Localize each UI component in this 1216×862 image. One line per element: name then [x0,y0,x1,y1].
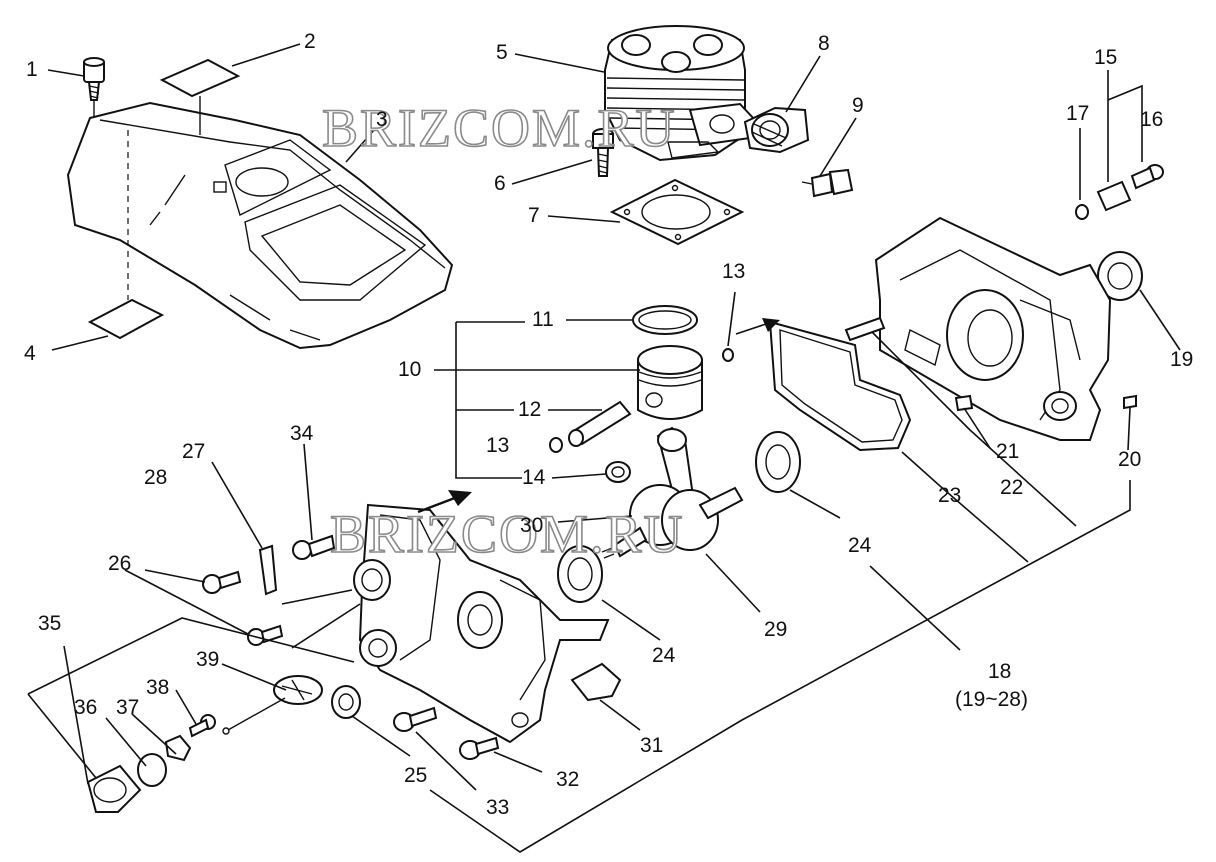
label-34: 34 [290,422,314,445]
crankcase-left [353,503,610,744]
circlip-13a [722,348,734,362]
label-24-right: 24 [848,534,872,557]
label-23: 23 [938,484,961,507]
crankcase-gasket [768,320,912,452]
label-19: 19 [1170,348,1193,371]
label-20: 20 [1118,448,1141,471]
screw-32 [459,736,500,760]
piston-ring [632,305,698,335]
label-8: 8 [818,32,830,55]
clip-38 [164,734,192,762]
label-13-circlip-right: 13 [722,260,745,283]
piston-pin [568,400,632,447]
bolt-6 [592,128,614,177]
label-3: 3 [376,108,388,131]
cylinder-gasket [609,178,745,246]
label-12: 12 [518,398,541,421]
o-ring-36 [137,753,167,787]
label-33: 33 [486,796,509,819]
label-22: 22 [1000,476,1023,499]
label-18-range: (19~28) [955,688,1028,711]
screw-33 [393,706,438,732]
label-32: 32 [556,768,579,791]
plug-9 [801,168,854,198]
label-11: 11 [532,308,554,331]
label-13-circlip-left: 13 [486,434,509,457]
leader-lines [27,43,1181,853]
watermark-middle: BRIZCOM.RU [330,504,685,564]
oil-seal-25 [331,685,361,719]
label-10: 10 [398,358,421,381]
pin-21 [954,394,974,412]
top-cover [66,101,454,350]
clip-27 [258,544,278,596]
needle-bearing [605,461,631,483]
part-labels: 1 2 3 4 5 6 7 8 9 10 11 12 13 13 14 15 1… [24,30,1193,819]
label-36: 36 [74,696,97,719]
label-27: 27 [182,440,205,463]
label-21: 21 [996,440,1019,463]
circlip-13b [549,437,563,453]
plate-2 [159,58,241,98]
bolt-34 [292,534,336,560]
decompression-valve [743,106,810,154]
label-37: 37 [116,696,139,719]
label-7: 7 [528,204,540,227]
oil-seal-19 [1097,251,1143,301]
label-29: 29 [764,618,787,641]
label-9: 9 [852,94,864,117]
label-5: 5 [496,41,508,64]
bearing-24b [557,545,603,603]
pin-20 [1123,394,1137,410]
label-39: 39 [196,648,219,671]
watermark-top: BRIZCOM.RU [322,98,677,158]
crankshaft [601,426,744,559]
label-24-left: 24 [652,644,676,667]
plate-4 [87,298,165,340]
cylinder [604,25,757,162]
screw-38 [188,714,216,738]
label-35: 35 [38,612,61,635]
oil-cap [86,764,142,813]
washer-17 [1075,204,1089,220]
label-2: 2 [304,30,316,53]
bolt-28 [202,570,242,594]
label-6: 6 [494,172,506,195]
label-16: 16 [1140,108,1163,131]
bearing-24a [755,431,801,493]
label-31: 31 [640,734,663,757]
oil-filter [222,675,323,735]
label-28: 28 [144,466,167,489]
label-30: 30 [520,514,543,537]
label-26: 26 [108,552,131,575]
label-38: 38 [146,676,169,699]
label-17: 17 [1066,102,1089,125]
spacer-16 [1096,164,1164,212]
label-1: 1 [26,58,38,81]
label-4: 4 [24,342,36,365]
label-15: 15 [1094,46,1117,69]
screw-1 [83,57,105,118]
crankcase-right [874,216,1112,441]
label-18: 18 [988,660,1011,683]
piston [637,345,703,420]
bracket-31 [570,662,622,702]
label-14: 14 [522,466,546,489]
pin-22 [844,316,886,342]
label-25: 25 [404,764,427,787]
